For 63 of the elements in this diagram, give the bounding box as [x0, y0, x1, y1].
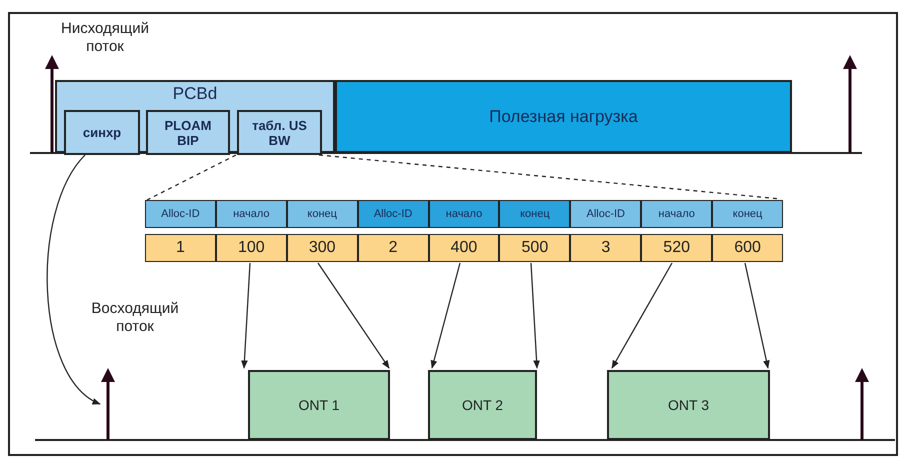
- frame-section: [55, 80, 335, 153]
- column-header: начало: [446, 208, 482, 220]
- section-title: PCBd: [172, 84, 218, 104]
- column-header: Alloc-ID: [161, 208, 200, 220]
- payload-section: [335, 80, 792, 153]
- table-value: 1: [176, 239, 185, 257]
- table-value: 500: [522, 239, 548, 257]
- value-cell: [570, 234, 642, 262]
- table-value: 400: [450, 239, 478, 257]
- field-box: [64, 110, 140, 155]
- table-outline: [145, 200, 783, 262]
- time-slot-box: [428, 370, 537, 440]
- value-cell: [145, 234, 216, 262]
- column-header: Alloc-ID: [586, 208, 626, 220]
- box-label: ONT 3: [668, 397, 709, 413]
- field-box: [237, 110, 322, 155]
- header-cell: [428, 200, 500, 228]
- time-slot-box: [607, 370, 770, 440]
- box-label: табл. US BW: [251, 118, 308, 148]
- time-slot-box: [248, 370, 390, 440]
- column-header: Alloc-ID: [374, 208, 412, 220]
- arrow: [430, 262, 461, 369]
- arrow: [318, 262, 390, 369]
- arrow: [744, 262, 770, 369]
- arrow: [46, 154, 101, 405]
- arrow: [611, 262, 673, 369]
- value-cell: [216, 234, 287, 262]
- box-label: ONT 1: [298, 397, 340, 413]
- table-value: 520: [663, 239, 690, 257]
- header-cell: [570, 200, 642, 228]
- header-cell: [286, 200, 358, 228]
- header-cell: [145, 200, 216, 228]
- box-label: ONT 2: [462, 397, 503, 413]
- dashed-line: [146, 154, 236, 201]
- header-cell: [712, 200, 783, 228]
- table-value: 2: [388, 239, 398, 257]
- stream-label: Восходящий поток: [90, 300, 180, 336]
- arrow: [530, 262, 540, 369]
- header-cell: [358, 200, 429, 228]
- header-cell: [641, 200, 712, 228]
- header-cell: [216, 200, 287, 228]
- column-header: конец: [307, 208, 337, 220]
- value-cell: [499, 234, 570, 262]
- column-header: начало: [658, 208, 695, 220]
- arrow: [241, 262, 251, 369]
- column-header: конец: [520, 208, 550, 220]
- column-header: начало: [233, 208, 270, 220]
- value-cell: [641, 234, 712, 262]
- header-cell: [499, 200, 570, 228]
- box-label: PLOAM BIP: [164, 118, 212, 148]
- column-header: конец: [732, 208, 762, 220]
- box-label: Полезная нагрузка: [489, 106, 638, 126]
- stream-label: Нисходящий поток: [60, 20, 150, 56]
- table-value: 300: [308, 239, 336, 257]
- value-cell: [712, 234, 783, 262]
- box-label: синхр: [82, 125, 122, 140]
- table-value: 3: [601, 239, 610, 257]
- table-value: 100: [238, 239, 265, 257]
- field-box: [146, 110, 230, 155]
- table-value: 600: [734, 239, 761, 257]
- value-cell: [358, 234, 429, 262]
- value-cell: [428, 234, 500, 262]
- value-cell: [286, 234, 358, 262]
